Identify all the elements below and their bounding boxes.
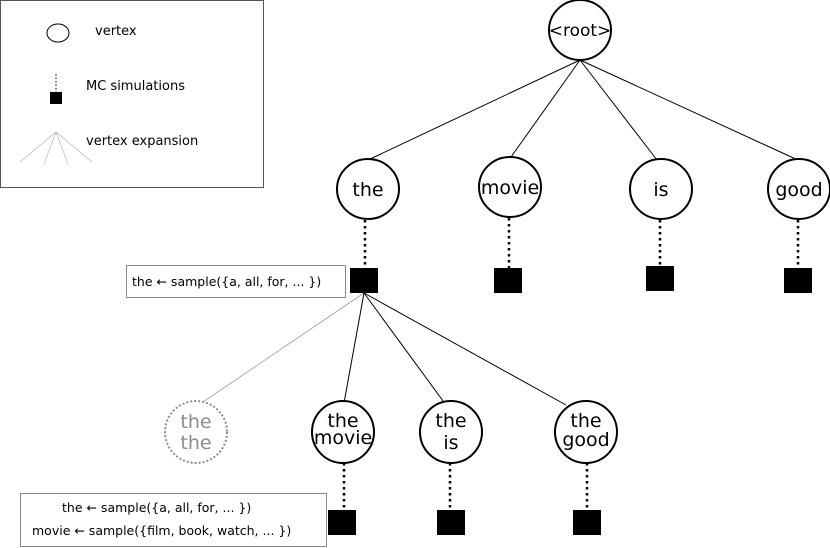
vertex-the-good-line1: the xyxy=(570,410,601,432)
sample-annotation-first-text: the ← sample({a, all, for, ... }) xyxy=(132,274,321,289)
vertex-the-movie-line2: movie xyxy=(314,427,372,449)
vertex-the-movie: the movie xyxy=(311,400,375,464)
mc-square-good xyxy=(784,268,812,293)
mc-simulations-level1 xyxy=(350,218,812,293)
sample-annotation-second: the ← sample({a, all, for, ... }) movie … xyxy=(20,493,327,547)
vertex-the-is-line2: is xyxy=(443,432,458,454)
vertex-the-the-line2: the xyxy=(180,432,211,454)
legend-vertex-icon xyxy=(46,23,70,43)
edge-pruned xyxy=(199,292,365,405)
edges-expansion xyxy=(199,292,567,406)
mc-square-the-is xyxy=(437,510,465,535)
sample-annotation-first: the ← sample({a, all, for, ... }) xyxy=(126,265,346,298)
legend-frame xyxy=(0,0,264,188)
sample-annotation-second-line1: the ← sample({a, all, for, ... }) xyxy=(62,500,251,515)
vertex-movie-label: movie xyxy=(481,177,539,199)
legend-mc-label: MC simulations xyxy=(86,79,185,94)
legend-expansion-icon xyxy=(19,131,93,165)
vertex-the-good: the good xyxy=(554,400,618,464)
vertex-the-the-pruned: the the xyxy=(164,400,228,464)
vertex-the-is-line1: the xyxy=(435,410,466,432)
mc-square-the-good xyxy=(573,510,601,535)
legend-expansion-label: vertex expansion xyxy=(86,134,198,149)
vertex-the: the xyxy=(336,158,400,220)
vertex-movie: movie xyxy=(478,156,542,218)
root-vertex: <root> xyxy=(548,0,612,61)
vertex-the-is: the is xyxy=(419,400,483,464)
vertex-is: is xyxy=(629,158,693,220)
vertex-the-label: the xyxy=(352,179,383,201)
sample-annotation-second-line2: movie ← sample({film, book, watch, ... }… xyxy=(32,523,291,538)
root-vertex-label: <root> xyxy=(549,21,612,41)
vertex-the-good-line2: good xyxy=(562,429,609,451)
mc-square-the xyxy=(350,268,378,293)
mc-simulations-level2 xyxy=(328,463,601,535)
mc-square-is xyxy=(646,266,674,291)
legend-vertex-label: vertex xyxy=(95,24,137,39)
vertex-the-the-line1: the xyxy=(180,411,211,433)
mc-square-the-movie xyxy=(328,510,356,535)
vertex-is-label: is xyxy=(653,179,668,201)
edges-root xyxy=(367,59,801,162)
mc-square-movie xyxy=(494,268,522,293)
vertex-good-label: good xyxy=(775,179,822,201)
vertex-good: good xyxy=(767,158,830,220)
legend-mc-square-icon xyxy=(50,92,62,104)
legend: vertex MC simulations vertex expansion xyxy=(0,0,264,188)
vertex-the-movie-line1: the xyxy=(327,410,358,432)
